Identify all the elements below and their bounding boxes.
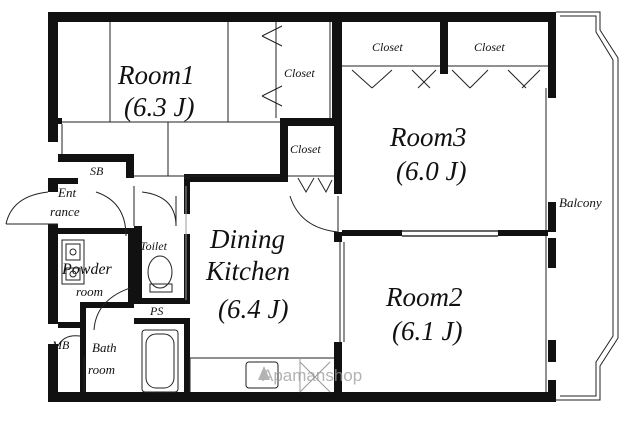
room2-size: (6.1 J)	[392, 316, 462, 346]
closet-room1-label: Closet	[284, 66, 315, 80]
bath-label-line2: room	[88, 362, 115, 377]
closet-mid-label: Closet	[290, 142, 321, 156]
closet-top-left-label: Closet	[372, 40, 403, 54]
room3-name: Room3	[389, 122, 467, 152]
dining-size: (6.4 J)	[218, 294, 288, 324]
mb-label: MB	[51, 338, 70, 352]
outer-walls	[48, 12, 556, 402]
dining-name-line1: Dining	[209, 224, 285, 254]
room3-size: (6.0 J)	[396, 156, 466, 186]
fixtures	[57, 239, 179, 393]
kitchen-counter	[189, 357, 334, 393]
balcony-area	[548, 11, 619, 401]
room1-size: (6.3 J)	[124, 92, 194, 122]
middle-closet	[288, 175, 339, 233]
powder-room-label-line2: room	[76, 284, 103, 299]
entrance-label-line2: rance	[50, 204, 80, 219]
entrance-label-line1: Ent	[57, 185, 76, 200]
toilet-label: Toilet	[140, 239, 168, 253]
room3-closets	[342, 22, 548, 392]
powder-room-label-line1: Powder	[61, 261, 113, 278]
entrance-area	[5, 177, 190, 300]
room1-name: Room1	[117, 60, 195, 90]
watermark-text: Apamanshop	[262, 366, 362, 385]
ps-label: PS	[149, 304, 163, 318]
room1-details	[61, 22, 331, 177]
dining-name-line2: Kitchen	[205, 256, 290, 286]
sliding-door	[339, 230, 498, 342]
sb-label: SB	[90, 164, 104, 178]
balcony-label: Balcony	[559, 195, 602, 210]
bath-label-line1: Bath	[92, 340, 117, 355]
room2-name: Room2	[385, 282, 463, 312]
interior-walls	[58, 12, 548, 402]
closet-top-right-label: Closet	[474, 40, 505, 54]
apamanshop-logo: Apamanshop	[258, 366, 362, 385]
